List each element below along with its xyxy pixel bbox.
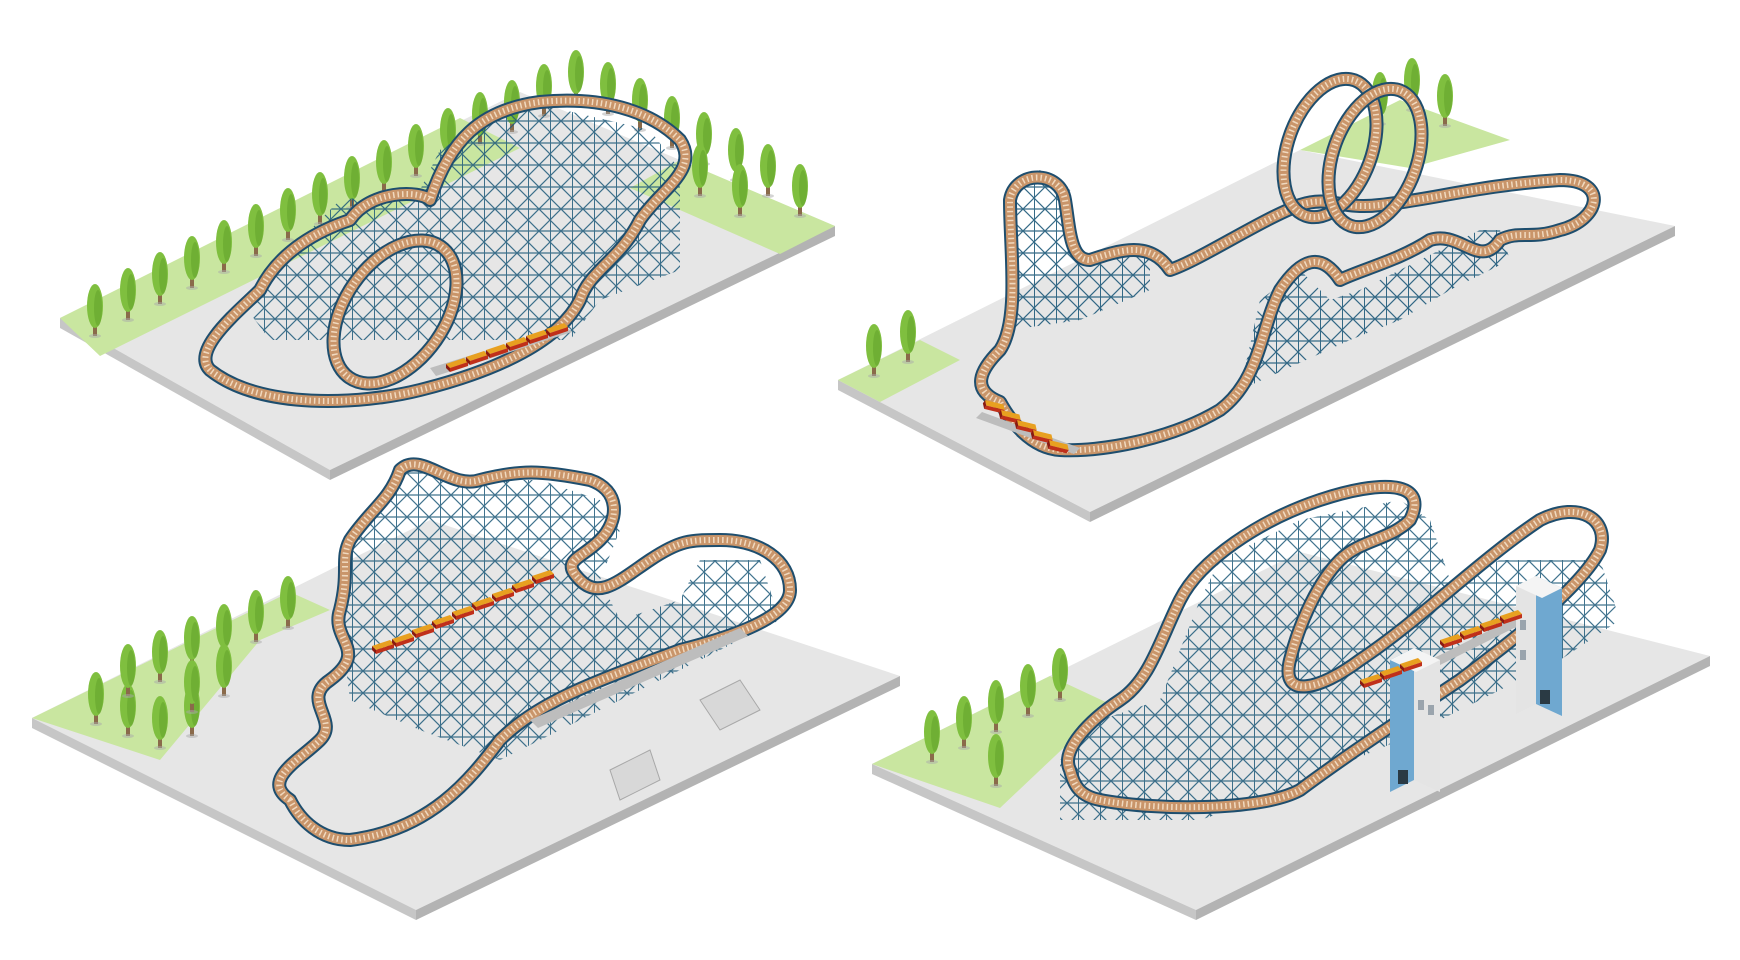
sky-walkway [1430, 610, 1534, 668]
station-walkway [530, 628, 748, 728]
elevator-tower-back [1516, 576, 1562, 716]
elevator-tower-front [1390, 648, 1440, 792]
grass-corner [838, 340, 960, 402]
coaster-track [1061, 479, 1609, 815]
stairs [609, 679, 761, 801]
panel-bottom-right [872, 479, 1710, 920]
lift-hill-trestle [1010, 170, 1150, 330]
coaster-track [272, 457, 797, 847]
panel-top-right [838, 58, 1675, 522]
panel-top-left [60, 50, 835, 480]
double-loop [1276, 71, 1429, 235]
hill-trestle [1240, 230, 1510, 390]
trestle-supports [340, 460, 780, 760]
coaster-track [974, 71, 1601, 458]
coaster-track [198, 93, 693, 409]
trestle-supports [1060, 500, 1620, 820]
panel-bottom-left [32, 457, 900, 920]
grass-corner [1300, 100, 1510, 168]
